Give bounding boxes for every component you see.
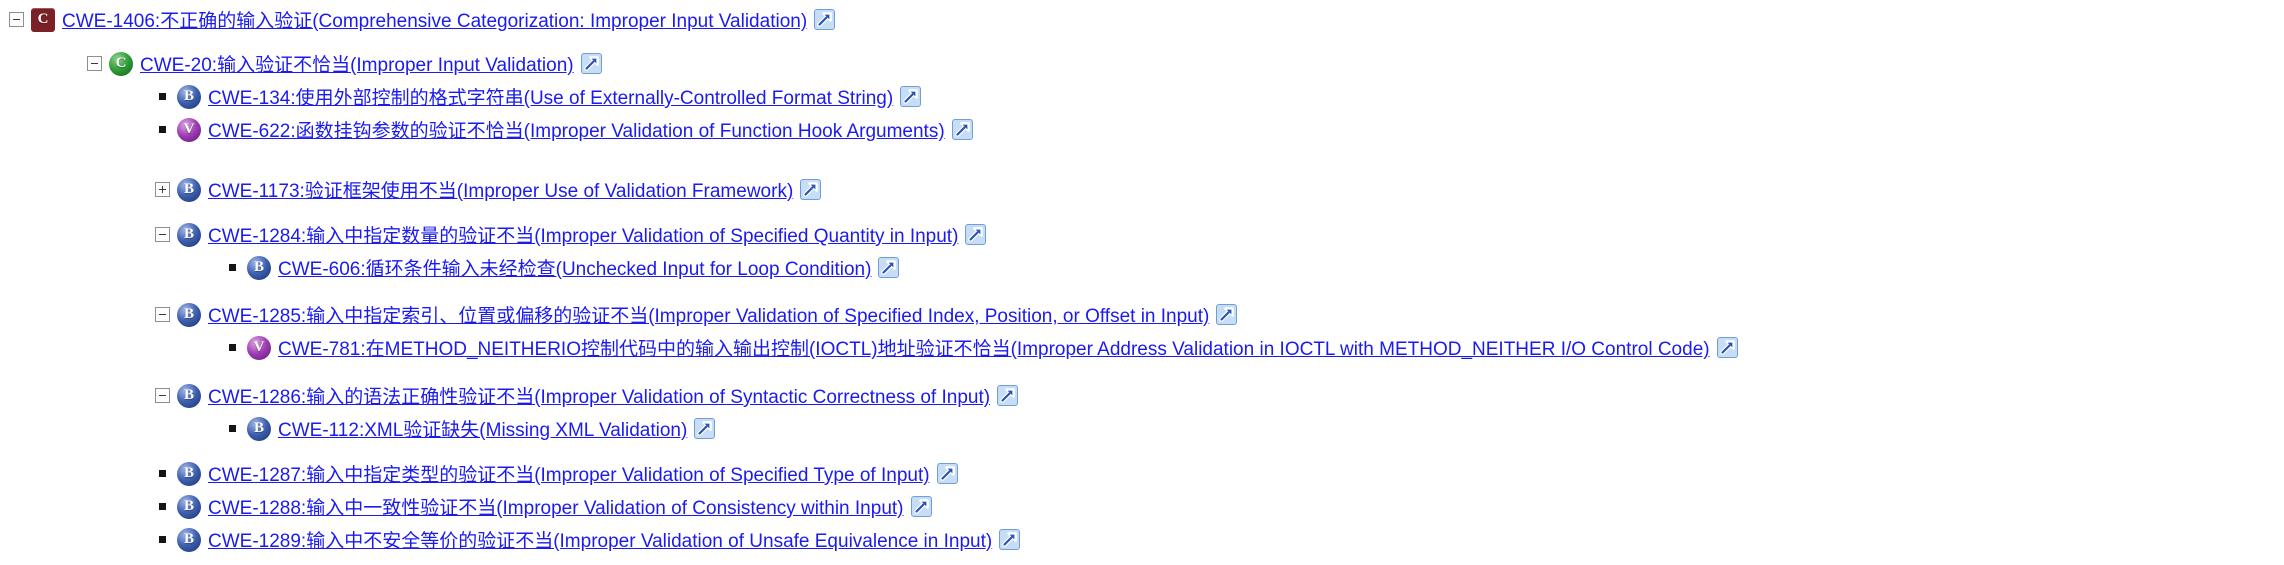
external-link-icon[interactable] [1216,304,1237,325]
base-badge-icon: B [177,222,201,247]
cwe-1287-link[interactable]: CWE-1287:输入中指定类型的验证不当(Improper Validatio… [208,465,930,486]
tree-row: V CWE-622:函数挂钩参数的验证不恰当(Improper Validati… [0,113,2284,146]
external-link-icon[interactable] [937,463,958,484]
bullet-icon [154,93,170,100]
cwe-1286-link[interactable]: CWE-1286:输入的语法正确性验证不当(Improper Validatio… [208,387,991,408]
cwe-781-link[interactable]: CWE-781:在METHOD_NEITHERIO控制代码中的输入输出控制(IO… [278,339,1710,360]
tree-row: B CWE-1284:输入中指定数量的验证不当(Improper Validat… [0,218,2284,251]
external-link-icon[interactable] [900,86,921,107]
bullet-icon [154,536,170,543]
collapse-icon[interactable] [154,227,170,242]
cwe-622-link[interactable]: CWE-622:函数挂钩参数的验证不恰当(Improper Validation… [208,121,945,142]
bullet-icon [154,470,170,477]
tree-row: B CWE-1287:输入中指定类型的验证不当(Improper Validat… [0,457,2284,490]
bullet-icon [224,425,240,432]
external-link-icon[interactable] [965,224,986,245]
cwe-1173-link[interactable]: CWE-1173:验证框架使用不当(Improper Use of Valida… [208,181,794,202]
base-badge-icon: B [177,527,201,552]
bullet-icon [154,126,170,133]
tree-row: B CWE-1285:输入中指定索引、位置或偏移的验证不当(Improper V… [0,298,2284,331]
external-link-icon[interactable] [800,179,821,200]
base-badge-icon: B [247,416,271,441]
class-badge-icon: C [109,51,133,76]
cwe-1284-link[interactable]: CWE-1284:输入中指定数量的验证不当(Improper Validatio… [208,226,959,247]
cwe-1288-link[interactable]: CWE-1288:输入中一致性验证不当(Improper Validation … [208,498,904,519]
collapse-icon[interactable] [154,307,170,322]
variant-badge-icon: V [177,117,201,142]
external-link-icon[interactable] [581,53,602,74]
base-badge-icon: B [177,177,201,202]
external-link-icon[interactable] [999,529,1020,550]
tree-row: B CWE-1173:验证框架使用不当(Improper Use of Vali… [0,173,2284,206]
tree-row: B CWE-134:使用外部控制的格式字符串(Use of Externally… [0,80,2284,113]
cwe-20-link[interactable]: CWE-20:输入验证不恰当(Improper Input Validation… [140,55,574,76]
base-badge-icon: B [177,461,201,486]
category-badge-icon: C [31,7,55,32]
base-badge-icon: B [177,383,201,408]
bullet-icon [224,264,240,271]
tree-row: C CWE-1406:不正确的输入验证(Comprehensive Catego… [0,3,2284,36]
external-link-icon[interactable] [1717,337,1738,358]
tree-row: B CWE-1288:输入中一致性验证不当(Improper Validatio… [0,490,2284,523]
tree-row: B CWE-1286:输入的语法正确性验证不当(Improper Validat… [0,379,2284,412]
bullet-icon [154,503,170,510]
expand-icon[interactable] [154,182,170,197]
external-link-icon[interactable] [952,119,973,140]
cwe-1406-link[interactable]: CWE-1406:不正确的输入验证(Comprehensive Categori… [62,11,808,32]
external-link-icon[interactable] [814,9,835,30]
bullet-icon [224,344,240,351]
cwe-1285-link[interactable]: CWE-1285:输入中指定索引、位置或偏移的验证不当(Improper Val… [208,306,1210,327]
collapse-icon[interactable] [154,388,170,403]
tree-row: B CWE-112:XML验证缺失(Missing XML Validation… [0,412,2284,445]
external-link-icon[interactable] [911,496,932,517]
tree-row: B CWE-606:循环条件输入未经检查(Unchecked Input for… [0,251,2284,284]
cwe-134-link[interactable]: CWE-134:使用外部控制的格式字符串(Use of Externally-C… [208,88,894,109]
base-badge-icon: B [247,255,271,280]
collapse-icon[interactable] [8,12,24,27]
tree-row: C CWE-20:输入验证不恰当(Improper Input Validati… [0,47,2284,80]
tree-row: B CWE-1289:输入中不安全等价的验证不当(Improper Valida… [0,523,2284,556]
collapse-icon[interactable] [86,56,102,71]
external-link-icon[interactable] [878,257,899,278]
variant-badge-icon: V [247,335,271,360]
external-link-icon[interactable] [997,385,1018,406]
cwe-606-link[interactable]: CWE-606:循环条件输入未经检查(Unchecked Input for L… [278,259,872,280]
base-badge-icon: B [177,84,201,109]
base-badge-icon: B [177,302,201,327]
cwe-112-link[interactable]: CWE-112:XML验证缺失(Missing XML Validation) [278,420,688,441]
cwe-1289-link[interactable]: CWE-1289:输入中不安全等价的验证不当(Improper Validati… [208,531,993,552]
tree-row: V CWE-781:在METHOD_NEITHERIO控制代码中的输入输出控制(… [0,331,2284,364]
base-badge-icon: B [177,494,201,519]
external-link-icon[interactable] [694,418,715,439]
